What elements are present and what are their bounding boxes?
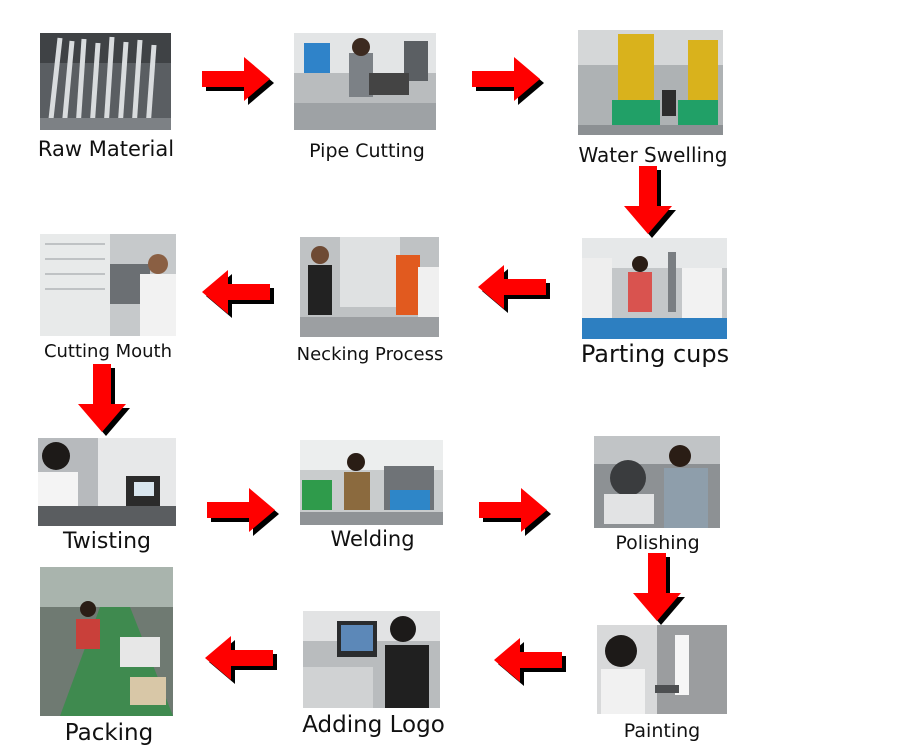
step-label-raw-material: Raw Material (37, 137, 175, 161)
arrow-icon (478, 265, 550, 313)
step-label-cutting-mouth: Cutting Mouth (43, 341, 173, 362)
pipe-cutting-photo (294, 33, 436, 130)
parting-cups-photo (582, 238, 727, 339)
arrow-icon (624, 166, 680, 238)
step-label-necking-process: Necking Process (296, 344, 444, 365)
arrow-icon (633, 553, 689, 625)
painting-photo (597, 625, 727, 714)
step-label-water-swelling: Water Swelling (578, 143, 728, 167)
welding-photo (300, 440, 443, 525)
polishing-photo (594, 436, 720, 528)
packing-photo (40, 567, 173, 716)
step-label-pipe-cutting: Pipe Cutting (309, 140, 425, 162)
raw-material-photo (40, 33, 171, 130)
necking-process-photo (300, 237, 439, 337)
arrow-icon (202, 57, 274, 105)
arrow-icon (207, 488, 279, 536)
arrow-icon (472, 57, 544, 105)
step-label-welding: Welding (330, 527, 415, 551)
water-swelling-photo (578, 30, 723, 135)
step-label-polishing: Polishing (615, 532, 700, 554)
arrow-icon (78, 364, 134, 436)
step-label-parting-cups: Parting cups (580, 340, 730, 368)
adding-logo-photo (303, 611, 440, 708)
step-label-adding-logo: Adding Logo (302, 712, 445, 738)
step-label-packing: Packing (64, 720, 154, 746)
arrow-icon (202, 270, 274, 318)
arrow-icon (205, 636, 277, 684)
cutting-mouth-photo (40, 234, 176, 336)
step-label-painting: Painting (623, 720, 701, 742)
arrow-icon (494, 638, 566, 686)
arrow-icon (479, 488, 551, 536)
twisting-photo (38, 438, 176, 526)
step-label-twisting: Twisting (62, 529, 151, 554)
